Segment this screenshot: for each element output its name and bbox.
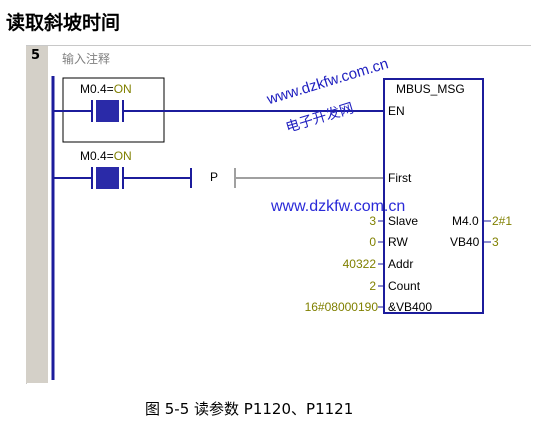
rung1-contact-fill (96, 100, 119, 122)
data-ptr-value[interactable]: 16#08000190 (304, 300, 378, 314)
done-value[interactable]: 2#1 (492, 214, 513, 228)
mbus-msg-block[interactable] (383, 78, 484, 314)
pin-first: First (388, 171, 412, 185)
rung1-contact[interactable] (90, 98, 126, 124)
pin-rw: RW (388, 235, 408, 249)
error-value[interactable]: 3 (492, 235, 499, 249)
pin-data-ptr: &VB400 (388, 300, 433, 314)
pin-addr: Addr (388, 257, 414, 271)
rw-value[interactable]: 0 (369, 235, 376, 249)
slave-value[interactable]: 3 (369, 214, 376, 228)
count-value[interactable]: 2 (369, 279, 376, 293)
rung2-contact-label: M0.4=ON (80, 149, 132, 163)
rung2-contact[interactable] (90, 165, 126, 191)
figure-caption: 图 5-5 读参数 P1120、P1121 (145, 400, 354, 418)
pin-error: VB40 (450, 235, 480, 249)
pin-en: EN (388, 104, 405, 118)
block-title: MBUS_MSG (396, 82, 465, 96)
network-comment[interactable]: 输入注释 (62, 52, 111, 66)
network-number: 5 (31, 48, 41, 63)
pin-count: Count (388, 279, 421, 293)
edge-detector-label[interactable]: P (210, 170, 219, 184)
rung1-contact-label: M0.4=ON (80, 82, 132, 96)
rung2-contact-fill (96, 167, 119, 189)
network-gutter (26, 46, 48, 383)
addr-value[interactable]: 40322 (342, 257, 376, 271)
watermark-center: www.dzkfw.com.cn (271, 198, 406, 215)
page-heading: 读取斜坡时间 (6, 12, 121, 34)
pin-done: M4.0 (452, 214, 479, 228)
pin-slave: Slave (388, 214, 419, 228)
